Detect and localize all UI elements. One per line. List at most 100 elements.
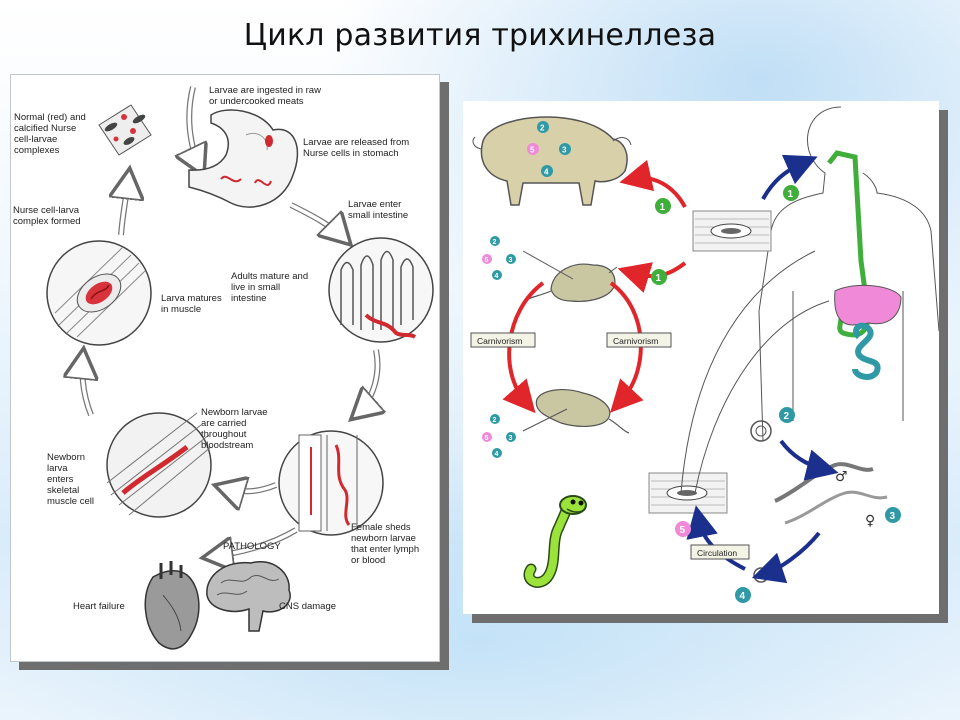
svg-text:4: 4 — [544, 168, 549, 177]
label-adults-mature: Adults mature and live in small intestin… — [231, 271, 308, 304]
male-symbol: ♂ — [835, 469, 848, 485]
rat-lower-marker-stack: 2 5 3 4 — [482, 414, 516, 458]
muscle-cyst-bottom — [648, 472, 728, 514]
label-heart-failure: Heart failure — [73, 601, 125, 612]
transmission-cycle-panel: Carnivorism Carnivorism Circulation 1 1 … — [463, 101, 939, 614]
svg-text:complex formed: complex formed — [13, 216, 81, 227]
svg-text:3: 3 — [509, 257, 513, 264]
arrow-to-pig — [619, 159, 687, 208]
label-pathology: PATHOLOGY — [223, 541, 281, 552]
arrow-to-human — [761, 154, 818, 200]
marker-2-human: 2 — [779, 407, 795, 423]
pathology-cycle-diagram: Larvae are ingested in raw or undercooke… — [13, 85, 434, 650]
marker-5-human: 5 — [675, 521, 691, 537]
svg-text:muscle cell: muscle cell — [47, 496, 94, 507]
svg-text:2: 2 — [784, 411, 790, 422]
arrow-to-larva — [751, 531, 821, 584]
svg-text:5: 5 — [530, 146, 535, 155]
svg-text:skeletal: skeletal — [47, 485, 79, 496]
rat-upper-marker-stack: 2 5 3 4 — [482, 236, 516, 280]
label-cns-damage: CNS damage — [279, 601, 336, 612]
nurse-cell-complex-illustration — [46, 240, 152, 346]
muscle-cyst-top — [692, 210, 772, 252]
marker-1-pig: 1 — [655, 198, 671, 214]
svg-text:5: 5 — [485, 257, 489, 264]
label-ingested: Larvae are ingested in raw or undercooke… — [209, 85, 321, 107]
svg-text:2: 2 — [493, 417, 497, 424]
transmission-cycle-diagram: Carnivorism Carnivorism Circulation 1 1 … — [470, 106, 939, 603]
svg-text:cell-larvae: cell-larvae — [14, 134, 57, 145]
svg-text:small intestine: small intestine — [348, 210, 408, 221]
svg-text:3: 3 — [562, 146, 567, 155]
svg-text:or undercooked meats: or undercooked meats — [209, 96, 304, 107]
svg-text:3: 3 — [890, 511, 896, 522]
calcified-complexes-illustration — [98, 104, 152, 156]
svg-text:that enter lymph: that enter lymph — [351, 544, 419, 555]
svg-text:Larvae are released from: Larvae are released from — [303, 137, 409, 148]
female-symbol: ♀ — [865, 513, 875, 529]
label-enter-intestine: Larvae enter small intestine — [348, 199, 408, 221]
svg-text:in muscle: in muscle — [161, 304, 201, 315]
stomach-illustration — [188, 109, 299, 208]
svg-text:Nurse cells in stomach: Nurse cells in stomach — [303, 148, 399, 159]
svg-text:Circulation: Circulation — [697, 548, 737, 558]
svg-text:complexes: complexes — [14, 145, 60, 156]
svg-text:4: 4 — [740, 591, 746, 602]
page-title: Цикл развития трихинеллеза — [243, 18, 717, 53]
svg-text:4: 4 — [495, 451, 499, 458]
svg-text:Carnivorism: Carnivorism — [477, 336, 522, 346]
svg-text:1: 1 — [788, 189, 794, 200]
svg-text:larva: larva — [47, 463, 68, 474]
pig-marker-stack: 2 5 3 4 — [527, 121, 571, 177]
svg-text:Nurse cell-larva: Nurse cell-larva — [13, 205, 80, 216]
svg-text:newborn larvae: newborn larvae — [351, 533, 416, 544]
small-intestine-illustration — [328, 237, 434, 343]
marker-4-human: 4 — [735, 587, 751, 603]
svg-text:live in small: live in small — [231, 282, 280, 293]
svg-text:5: 5 — [680, 525, 686, 536]
heart-illustration — [144, 561, 200, 650]
svg-text:bloodstream: bloodstream — [201, 440, 253, 451]
svg-text:throughout: throughout — [201, 429, 247, 440]
svg-text:1: 1 — [660, 202, 666, 213]
svg-text:are carried: are carried — [201, 418, 246, 429]
brain-illustration — [206, 561, 291, 632]
pig-illustration — [472, 116, 632, 206]
svg-text:Larvae are ingested in raw: Larvae are ingested in raw — [209, 85, 321, 96]
svg-text:Adults mature and: Adults mature and — [231, 271, 308, 282]
carnivorism-box-right: Carnivorism — [606, 332, 672, 348]
svg-text:intestine: intestine — [231, 293, 266, 304]
cartoon-worm-illustration — [523, 495, 587, 588]
svg-text:or blood: or blood — [351, 555, 385, 566]
label-female-sheds: Female sheds newborn larvae that enter l… — [351, 522, 419, 566]
carnivorism-box-left: Carnivorism — [470, 332, 536, 348]
label-complex-formed: Nurse cell-larva complex formed — [13, 205, 81, 227]
rat-lower-illustration — [535, 389, 630, 434]
svg-text:Larva matures: Larva matures — [161, 293, 222, 304]
label-larva-matures: Larva matures in muscle — [161, 293, 222, 315]
svg-text:calcified Nurse: calcified Nurse — [14, 123, 76, 134]
label-newborn-carried: Newborn larvae are carried throughout bl… — [201, 407, 268, 451]
adult-worms-illustration — [750, 420, 888, 583]
svg-text:5: 5 — [485, 435, 489, 442]
svg-text:enters: enters — [47, 474, 74, 485]
marker-1-human: 1 — [783, 185, 799, 201]
rat-upper-illustration — [524, 263, 618, 302]
svg-text:Larvae enter: Larvae enter — [348, 199, 401, 210]
label-released: Larvae are released from Nurse cells in … — [303, 137, 409, 159]
svg-text:1: 1 — [656, 273, 662, 284]
svg-text:Newborn larvae: Newborn larvae — [201, 407, 268, 418]
svg-text:Female sheds: Female sheds — [351, 522, 411, 533]
svg-text:Carnivorism: Carnivorism — [613, 336, 658, 346]
svg-text:2: 2 — [540, 124, 545, 133]
svg-text:Normal (red) and: Normal (red) and — [14, 112, 86, 123]
label-newborn-enters: Newborn larva enters skeletal muscle cel… — [47, 452, 94, 507]
muscle-entry-illustration — [106, 412, 212, 518]
svg-text:2: 2 — [493, 239, 497, 246]
svg-text:3: 3 — [509, 435, 513, 442]
pathology-cycle-panel: Larvae are ingested in raw or undercooke… — [10, 74, 440, 662]
arrow-to-adults — [779, 439, 839, 481]
marker-3-human: 3 — [885, 507, 901, 523]
marker-1-rat: 1 — [651, 269, 667, 285]
bloodstream-illustration — [278, 430, 384, 536]
